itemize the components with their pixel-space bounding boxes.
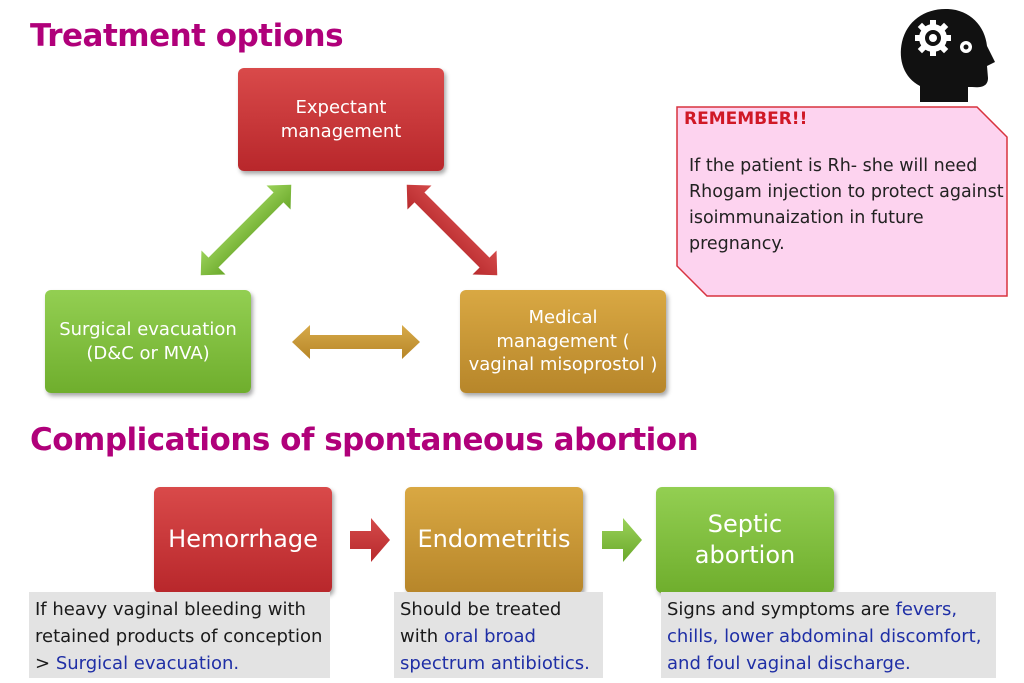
note-septic: Signs and symptoms are fevers, chills, l… [661, 592, 996, 678]
reminder-callout: REMEMBER!! If the patient is Rh- she wil… [676, 106, 1008, 297]
note-hemorrhage-text: If heavy vaginal bleeding with retained … [35, 599, 323, 674]
arrow-surgical-medical [292, 325, 420, 359]
medical-management-box: Medical management ( vaginal misoprostol… [460, 290, 666, 393]
arrow-expectant-medical [406, 184, 498, 276]
note-septic-text: Signs and symptoms are [667, 599, 896, 620]
complications-heading: Complications of spontaneous abortion [30, 422, 699, 458]
arrow-hemorrhage-endometritis [350, 518, 390, 562]
note-hemorrhage-highlight: Surgical evacuation. [55, 653, 240, 674]
arrow-expectant-surgical [200, 184, 292, 276]
hemorrhage-box: Hemorrhage [154, 487, 332, 593]
arrow-endometritis-septic [602, 518, 642, 562]
septic-abortion-label: Septic abortion [694, 509, 796, 569]
note-endometritis: Should be treated with oral broad spectr… [394, 592, 603, 678]
treatment-heading: Treatment options [30, 18, 344, 54]
hemorrhage-label: Hemorrhage [168, 525, 318, 554]
reminder-text: If the patient is Rh- she will need Rhog… [689, 156, 1004, 254]
endometritis-box: Endometritis [405, 487, 583, 593]
septic-abortion-box: Septic abortion [656, 487, 834, 593]
expectant-management-box: Expectant management [238, 68, 444, 171]
expectant-management-label: Expectant management [280, 97, 402, 142]
note-septic-highlight: fevers, chills, lower abdominal discomfo… [667, 599, 982, 674]
surgical-evacuation-label: Surgical evacuation (D&C or MVA) [59, 319, 237, 364]
reminder-title: REMEMBER!! [684, 109, 808, 129]
surgical-evacuation-box: Surgical evacuation (D&C or MVA) [45, 290, 251, 393]
note-hemorrhage: If heavy vaginal bleeding with retained … [29, 592, 330, 678]
medical-management-label: Medical management ( vaginal misoprostol… [468, 307, 658, 376]
endometritis-label: Endometritis [417, 525, 571, 554]
note-endometritis-text: Should be treated with [400, 599, 562, 647]
note-endometritis-highlight: oral broad spectrum antibiotics. [400, 626, 590, 674]
